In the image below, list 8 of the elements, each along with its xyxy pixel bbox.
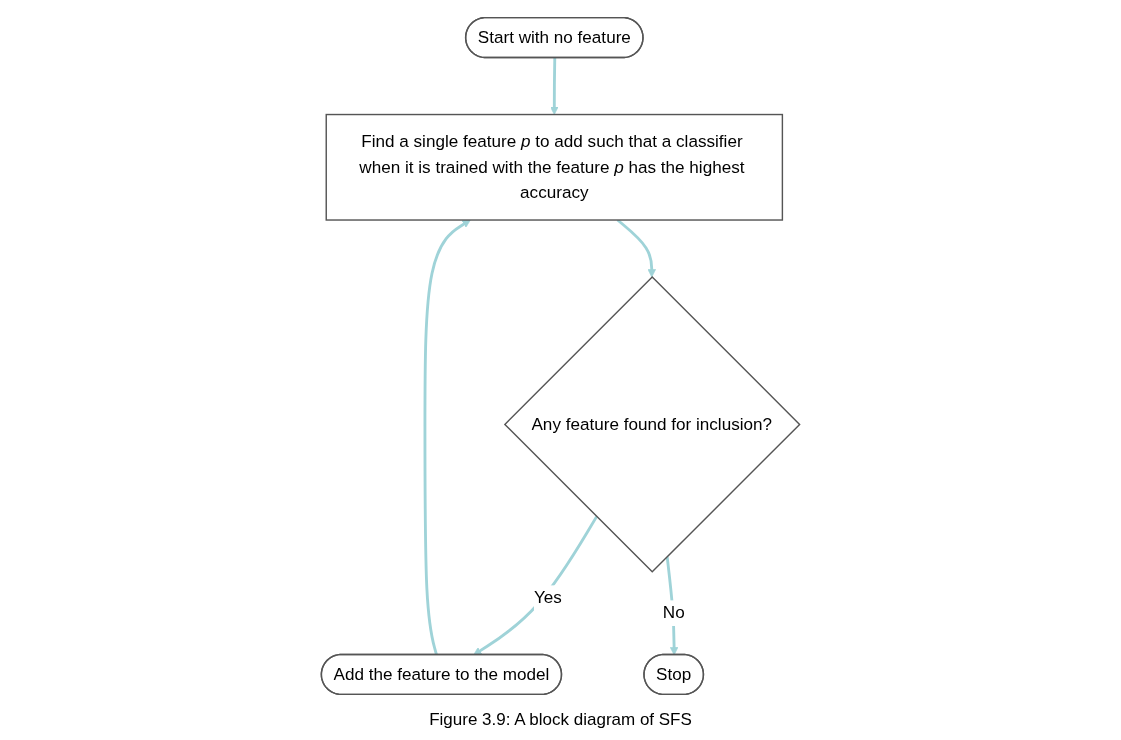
edge-label: No [662,603,685,623]
figure-caption: Figure 3.9: A block diagram of SFS [429,710,692,730]
edge-label: Yes [533,588,562,608]
arrow [550,57,559,115]
arrow [473,515,598,656]
node-diamond: Any feature found for inclusion? [503,276,801,573]
node-box: Find a single feature p to add such that a classifier when it is trained with the feature p has the highest accuracy [325,113,784,221]
arrow [423,219,471,656]
